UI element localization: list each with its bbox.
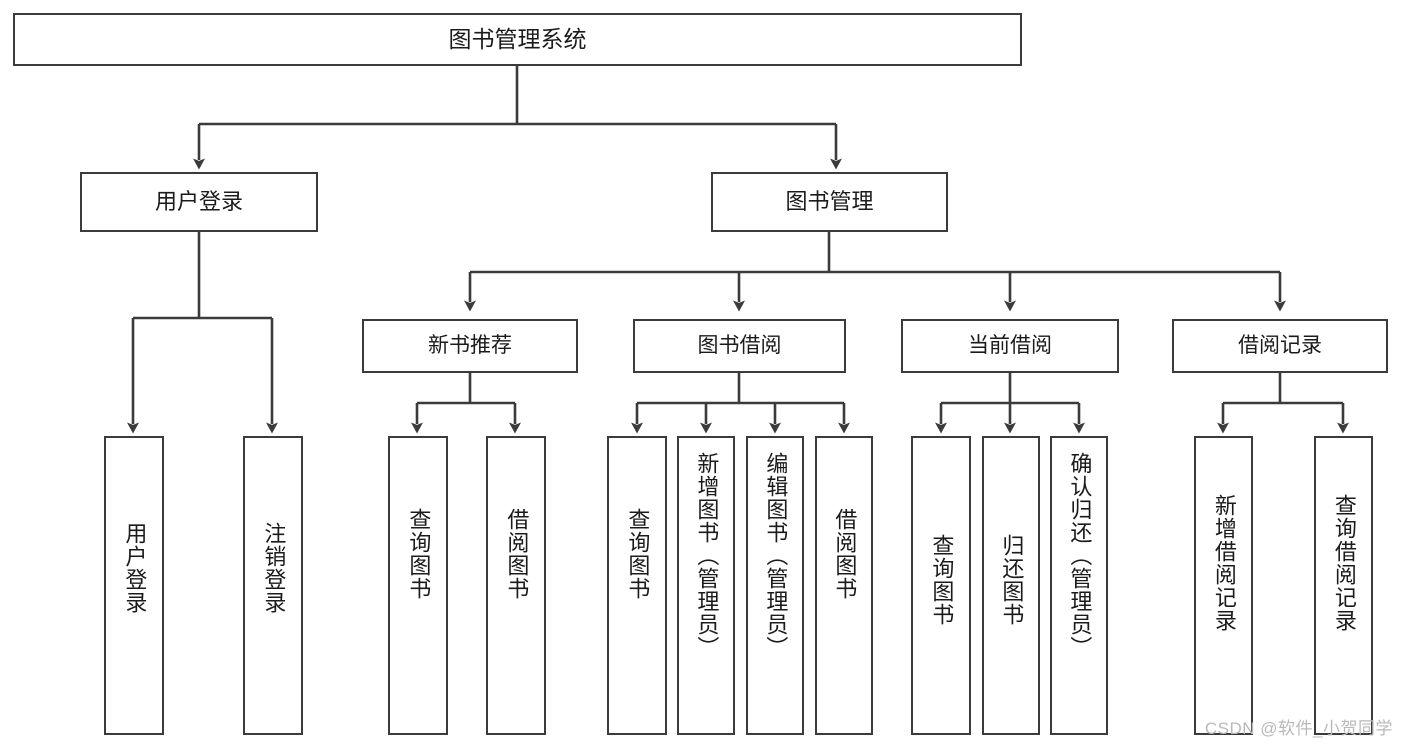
- node-label: 编辑图书（管理员）: [763, 452, 789, 659]
- node-current-borrow[interactable]: 当前借阅: [901, 319, 1119, 373]
- node-book-management[interactable]: 图书管理: [711, 172, 948, 232]
- leaf-query-book-borrow[interactable]: 查询图书: [607, 436, 667, 735]
- leaf-return-book[interactable]: 归还图书: [982, 436, 1040, 735]
- node-label: 借阅图书: [832, 508, 858, 600]
- node-borrow-records[interactable]: 借阅记录: [1172, 319, 1388, 373]
- node-label: 归还图书: [999, 534, 1025, 626]
- node-label: 图书管理系统: [448, 25, 587, 52]
- node-label: 注销登录: [261, 522, 287, 614]
- leaf-add-book-admin[interactable]: 新增图书（管理员）: [677, 436, 735, 735]
- node-label: 确认归还（管理员）: [1067, 452, 1093, 659]
- leaf-edit-book-admin[interactable]: 编辑图书（管理员）: [746, 436, 804, 735]
- watermark: CSDN @软件_小贺同学: [1204, 719, 1393, 738]
- node-label: 新增图书（管理员）: [694, 452, 720, 659]
- node-label: 查询图书: [625, 508, 651, 600]
- node-label: 查询借阅记录: [1331, 494, 1357, 632]
- node-label: 借阅图书: [504, 508, 530, 600]
- node-label: 查询图书: [929, 534, 955, 626]
- node-label: 查询图书: [406, 508, 432, 600]
- node-label: 图书管理: [785, 188, 874, 214]
- leaf-confirm-return-admin[interactable]: 确认归还（管理员）: [1050, 436, 1108, 735]
- node-label: 用户登录: [154, 188, 243, 214]
- leaf-query-borrow-record[interactable]: 查询借阅记录: [1314, 436, 1373, 735]
- leaf-query-book-current[interactable]: 查询图书: [911, 436, 971, 735]
- node-label: 借阅记录: [1238, 334, 1322, 358]
- leaf-borrow-book-recommend[interactable]: 借阅图书: [486, 436, 546, 735]
- node-label: 新书推荐: [428, 334, 512, 358]
- leaf-logout[interactable]: 注销登录: [243, 436, 303, 735]
- node-root-system[interactable]: 图书管理系统: [13, 13, 1022, 66]
- node-new-book-recommend[interactable]: 新书推荐: [362, 319, 578, 373]
- node-label: 图书借阅: [697, 334, 782, 358]
- node-label: 当前借阅: [968, 334, 1052, 358]
- leaf-user-login[interactable]: 用户登录: [104, 436, 164, 735]
- node-user-login[interactable]: 用户登录: [80, 172, 318, 232]
- node-book-borrow[interactable]: 图书借阅: [633, 319, 846, 373]
- leaf-borrow-book[interactable]: 借阅图书: [815, 436, 873, 735]
- leaf-query-book-recommend[interactable]: 查询图书: [388, 436, 448, 735]
- node-label: 用户登录: [122, 522, 148, 614]
- leaf-add-borrow-record[interactable]: 新增借阅记录: [1194, 436, 1253, 735]
- node-label: 新增借阅记录: [1211, 494, 1237, 632]
